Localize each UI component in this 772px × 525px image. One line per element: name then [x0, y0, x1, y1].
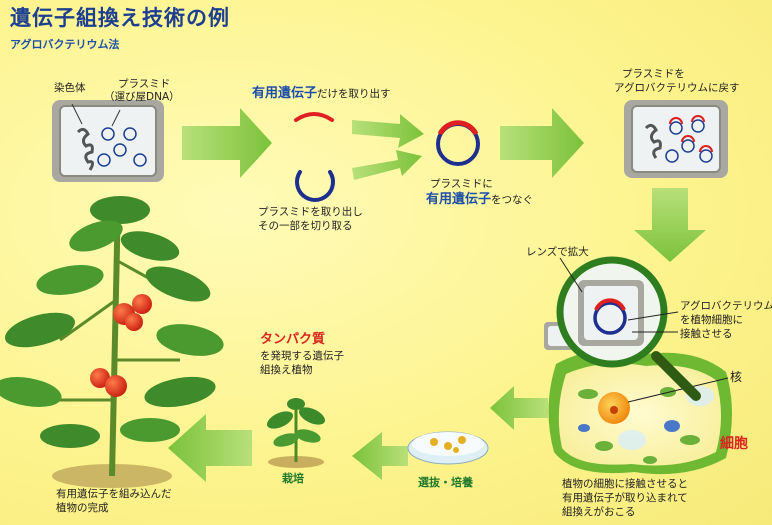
- label-cut-2: その一部を切り取る: [258, 220, 353, 232]
- label-connect-suffix: をつなぐ: [491, 194, 534, 206]
- label-extract: 有用遺伝子だけを取り出す: [252, 86, 391, 102]
- label-connect-gene: 有用遺伝子: [426, 192, 492, 207]
- label-lens: レンズで拡大: [526, 246, 589, 258]
- magnifier: [556, 256, 701, 401]
- page-subtitle: アグロバクテリウム法: [10, 38, 120, 51]
- label-connect-1: プラスミドに: [430, 178, 493, 190]
- label-protein: タンパク質: [260, 332, 326, 347]
- label-protein-3: 組換え植物: [260, 364, 313, 376]
- arrow-left-3: [168, 414, 252, 482]
- bacterium-box-2: [624, 100, 728, 178]
- label-cut-1: プラスミドを取り出し: [258, 206, 363, 218]
- arrow-1: [182, 108, 272, 178]
- label-connect: 有用遺伝子をつなぐ: [426, 192, 533, 208]
- tomato-plant: [0, 196, 224, 488]
- arrow-3: [500, 108, 584, 178]
- label-chromosome: 染色体: [54, 82, 86, 94]
- label-complete-1: 有用遺伝子を組み込んだ: [56, 488, 172, 500]
- gene-fragment: [294, 112, 334, 122]
- label-result-2: 有用遺伝子が取り込まれて: [562, 492, 688, 504]
- arrow-down: [634, 188, 706, 262]
- petri-dish: [407, 431, 489, 465]
- label-plasmid: プラスミド: [118, 78, 171, 90]
- bacterium-box-1: [52, 100, 164, 182]
- arrow-left-1: [490, 386, 548, 430]
- label-plasmid-paren: （運び屋DNA）: [104, 91, 180, 103]
- seedling: [266, 398, 326, 468]
- label-cultivation: 栽培: [282, 472, 304, 485]
- label-extract-suffix: だけを取り出す: [317, 88, 391, 100]
- label-result-1: 植物の細胞に接触させると: [562, 478, 688, 490]
- label-contact-2: を植物細胞に: [680, 314, 743, 326]
- arrow-2b: [352, 150, 422, 180]
- cut-plasmid: [295, 170, 335, 202]
- label-cell: 細胞: [720, 436, 748, 452]
- label-contact-3: 接触させる: [680, 328, 733, 340]
- label-selection: 選抜・培養: [418, 476, 473, 489]
- label-complete-2: 植物の完成: [56, 502, 109, 514]
- label-protein-2: を発現する遺伝子: [260, 350, 344, 362]
- label-result-3: 組換えがおこる: [562, 506, 636, 518]
- label-return-2: アグロバクテリウムに戻す: [614, 82, 740, 94]
- label-contact-1: アグロバクテリウム: [680, 300, 772, 312]
- page-title: 遺伝子組換え技術の例: [10, 5, 230, 30]
- label-nucleus: 核: [730, 370, 743, 384]
- arrow-left-2: [352, 432, 408, 480]
- arrow-2: [352, 114, 424, 148]
- label-return-1: プラスミドを: [622, 68, 685, 80]
- label-useful-gene: 有用遺伝子: [252, 86, 318, 101]
